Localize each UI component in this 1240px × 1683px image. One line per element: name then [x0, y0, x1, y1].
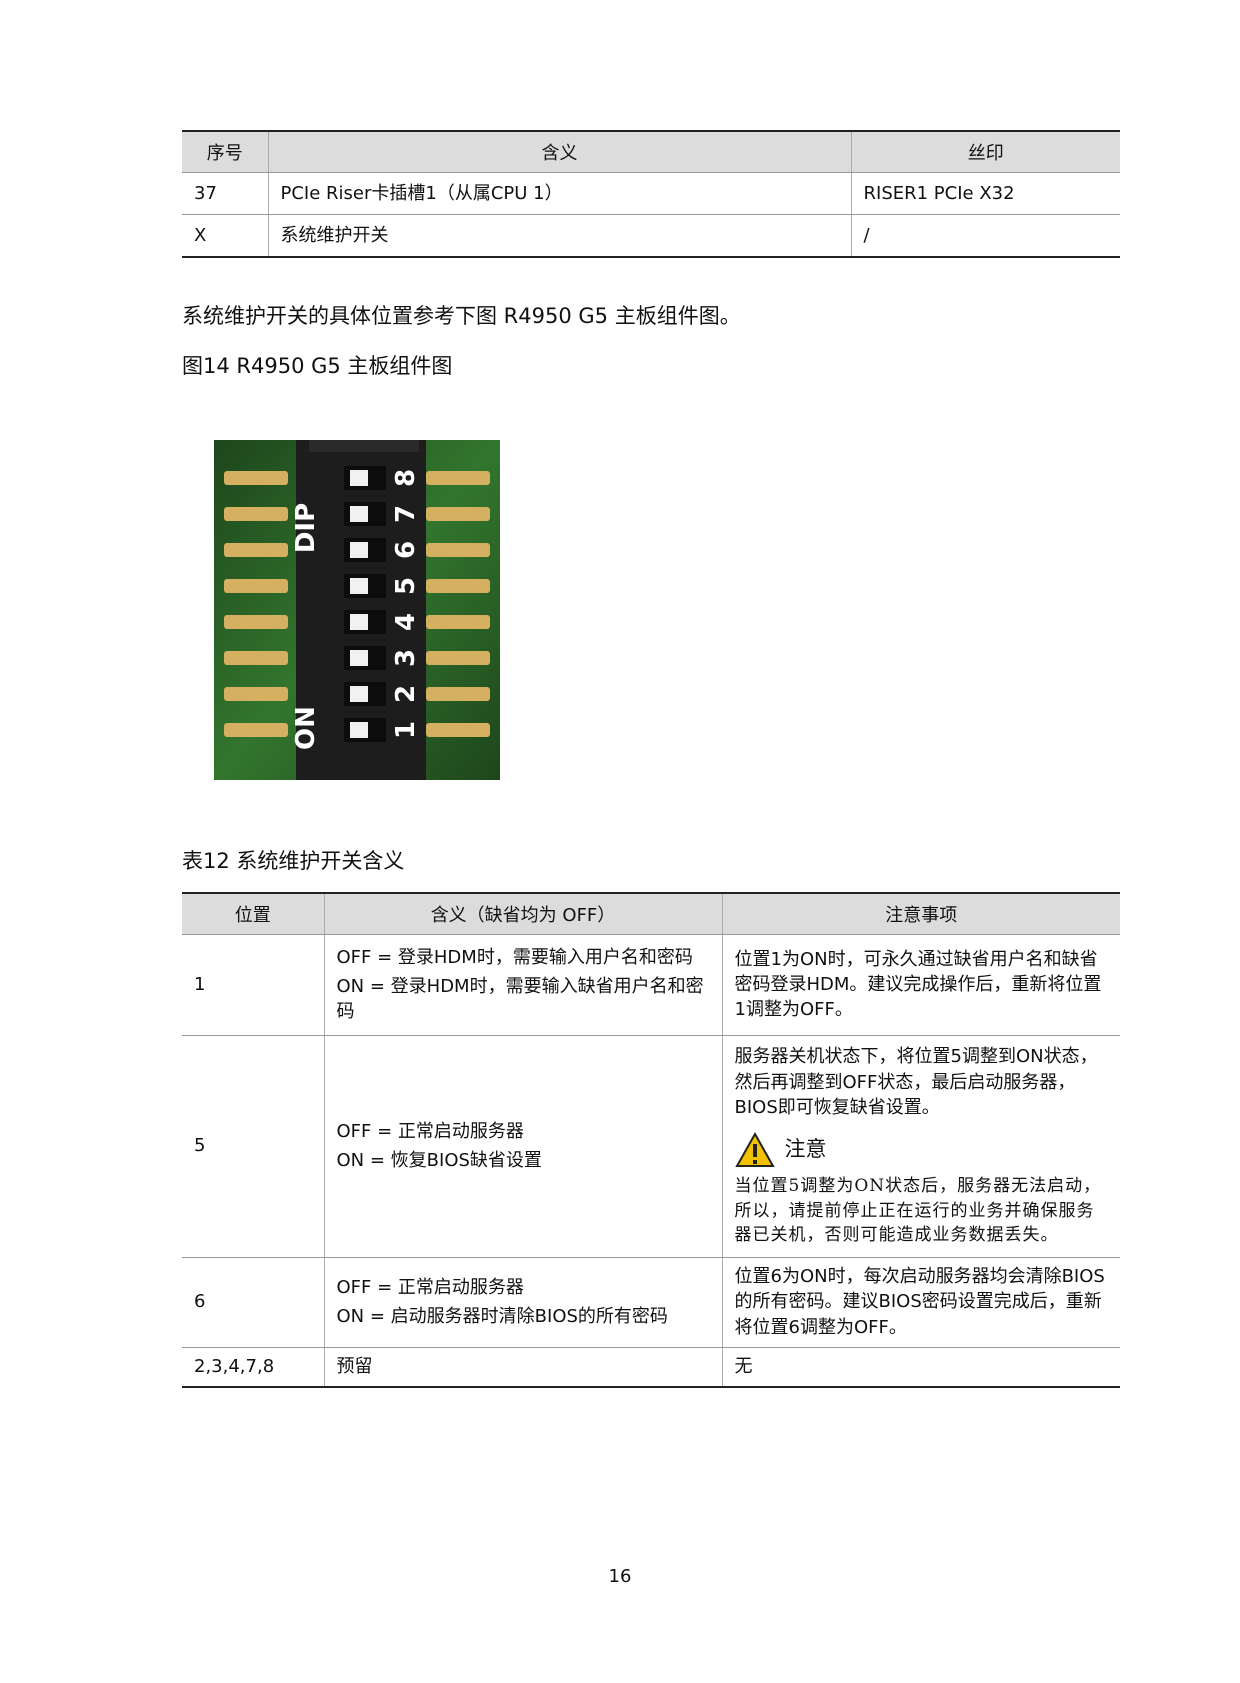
- solder-pin: [426, 651, 490, 665]
- cell-position: 2,3,4,7,8: [182, 1347, 324, 1389]
- table-header-row: 序号 含义 丝印: [182, 130, 1120, 173]
- meaning-line: ON = 启动服务器时清除BIOS的所有密码: [336, 1306, 668, 1328]
- meaning-line: OFF = 登录HDM时，需要输入用户名和密码: [336, 947, 693, 968]
- solder-pin: [224, 687, 288, 701]
- cell-position: 1: [182, 934, 324, 1036]
- figure-caption: 图14 R4950 G5 主板组件图: [182, 354, 453, 378]
- solder-pin: [224, 651, 288, 665]
- solder-pin: [224, 615, 288, 629]
- cell-index: 37: [182, 172, 268, 215]
- solder-pin: [426, 723, 490, 737]
- switch-lever: [350, 722, 368, 738]
- silkscreen-table: 序号 含义 丝印 37 PCIe Riser卡插槽1（从属CPU 1） RISE…: [182, 130, 1120, 258]
- meaning-line: ON = 登录HDM时，需要输入缺省用户名和密码: [336, 976, 704, 1023]
- meaning-line: ON = 恢复BIOS缺省设置: [336, 1150, 542, 1172]
- switch-number: 2: [391, 685, 421, 703]
- header-meaning: 含义: [267, 130, 851, 173]
- header-meaning: 含义（缺省均为 OFF）: [323, 892, 722, 935]
- switch-number: 3: [391, 649, 421, 667]
- notice-text: 当位置5调整为ON状态后，服务器无法启动，所以，请提前停止正在运行的业务并确保服…: [734, 1175, 1102, 1246]
- table-header-row: 位置 含义（缺省均为 OFF） 注意事项: [182, 892, 1120, 935]
- maintenance-switch-table: 位置 含义（缺省均为 OFF） 注意事项 1 OFF = 登录HDM时，需要输入…: [182, 892, 1120, 1389]
- solder-pin: [224, 471, 288, 485]
- header-notes: 注意事项: [721, 892, 1120, 935]
- cell-position: 6: [182, 1257, 324, 1348]
- solder-pin: [426, 615, 490, 629]
- cell-index: X: [182, 214, 268, 258]
- switch-lever: [350, 614, 368, 630]
- note-text: 服务器关机状态下，将位置5调整到ON状态，然后再调整到OFF状态，最后启动服务器…: [734, 1046, 1098, 1118]
- switch-lever: [350, 578, 368, 594]
- table-caption: 表12 系统维护开关含义: [182, 849, 405, 873]
- meaning-line: OFF = 正常启动服务器: [336, 1276, 524, 1298]
- cell-notes: 位置6为ON时，每次启动服务器均会清除BIOS的所有密码。建议BIOS密码设置完…: [721, 1257, 1120, 1348]
- solder-pin: [426, 471, 490, 485]
- description-paragraph: 系统维护开关的具体位置参考下图 R4950 G5 主板组件图。: [182, 304, 741, 328]
- page-number: 16: [608, 1566, 632, 1587]
- meaning-line: OFF = 正常启动服务器: [336, 1120, 524, 1142]
- table-row: 37 PCIe Riser卡插槽1（从属CPU 1） RISER1 PCIe X…: [182, 172, 1120, 215]
- table-row: 2,3,4,7,8 预留 无: [182, 1347, 1120, 1389]
- switch-number: 4: [391, 613, 421, 631]
- dip-switch-photo: DIP ON 8 7 6 5 4 3 2 1: [214, 440, 500, 780]
- switch-number: 1: [391, 721, 421, 739]
- left-pins: [224, 471, 288, 737]
- table-row: 6 OFF = 正常启动服务器 ON = 启动服务器时清除BIOS的所有密码 位…: [182, 1257, 1120, 1348]
- header-index: 序号: [182, 130, 268, 173]
- header-silkscreen: 丝印: [850, 130, 1120, 173]
- switch-number: 6: [391, 541, 421, 559]
- on-label: ON: [291, 706, 321, 750]
- cell-meaning: OFF = 登录HDM时，需要输入用户名和密码 ON = 登录HDM时，需要输入…: [323, 934, 722, 1036]
- cell-notes: 位置1为ON时，可永久通过缺省用户名和缺省密码登录HDM。建议完成操作后，重新将…: [721, 934, 1120, 1036]
- switch-lever: [350, 650, 368, 666]
- table-row: 1 OFF = 登录HDM时，需要输入用户名和密码 ON = 登录HDM时，需要…: [182, 934, 1120, 1036]
- switch-number: 8: [391, 469, 421, 487]
- cell-meaning: 系统维护开关: [267, 214, 851, 258]
- cell-meaning: OFF = 正常启动服务器 ON = 恢复BIOS缺省设置: [323, 1035, 722, 1258]
- notice-header: 注意: [734, 1131, 1109, 1168]
- cell-notes: 无: [721, 1347, 1120, 1389]
- table-row: X 系统维护开关 /: [182, 214, 1120, 258]
- cell-meaning: 预留: [323, 1347, 722, 1389]
- switch-number: 5: [391, 577, 421, 595]
- solder-pin: [426, 579, 490, 593]
- solder-pin: [224, 543, 288, 557]
- cell-meaning: OFF = 正常启动服务器 ON = 启动服务器时清除BIOS的所有密码: [323, 1257, 722, 1348]
- switch-number: 7: [391, 505, 421, 523]
- switch-lever: [350, 542, 368, 558]
- solder-pin: [224, 723, 288, 737]
- switch-lever: [350, 686, 368, 702]
- notice-title: 注意: [784, 1137, 827, 1162]
- switch-slots: [344, 466, 386, 742]
- cell-silkscreen: RISER1 PCIe X32: [850, 172, 1120, 215]
- right-pins: [426, 471, 490, 737]
- solder-pin: [224, 579, 288, 593]
- cell-notes: 服务器关机状态下，将位置5调整到ON状态，然后再调整到OFF状态，最后启动服务器…: [721, 1035, 1120, 1258]
- warning-icon: [734, 1131, 775, 1167]
- switch-lever: [350, 470, 368, 486]
- cell-silkscreen: /: [850, 214, 1120, 258]
- table-row: 5 OFF = 正常启动服务器 ON = 恢复BIOS缺省设置 服务器关机状态下…: [182, 1035, 1120, 1258]
- switch-lever: [350, 506, 368, 522]
- cell-meaning: PCIe Riser卡插槽1（从属CPU 1）: [267, 172, 851, 215]
- switch-numbers: 8 7 6 5 4 3 2 1: [391, 469, 421, 739]
- header-position: 位置: [182, 892, 324, 935]
- dip-label: DIP: [291, 503, 321, 553]
- solder-pin: [426, 687, 490, 701]
- solder-pin: [426, 507, 490, 521]
- solder-pin: [426, 543, 490, 557]
- cell-position: 5: [182, 1035, 324, 1258]
- solder-pin: [224, 507, 288, 521]
